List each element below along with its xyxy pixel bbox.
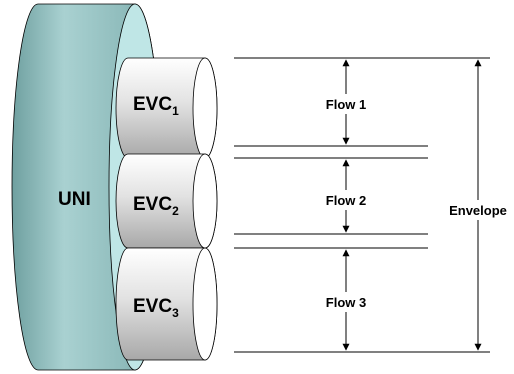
envelope: Envelope [440, 59, 514, 351]
evc-2-label: EVC2 [133, 194, 179, 218]
evc-2-cylinder: EVC2 [115, 153, 218, 249]
flow-3-label-bg [318, 292, 374, 312]
flow-2-label: Flow 2 [326, 193, 366, 208]
uni-label: UNI [58, 189, 91, 210]
evc-1-label: EVC1 [133, 94, 179, 118]
evc-1-face [192, 57, 218, 159]
evc-3-face [192, 247, 218, 361]
envelope-label: Envelope [449, 203, 507, 218]
evc-1-cylinder: EVC1 [115, 57, 218, 159]
flow-2: Flow 2 [318, 159, 374, 233]
flow-boundaries [234, 57, 490, 353]
flow-1-label: Flow 1 [326, 97, 366, 112]
flow-3-label: Flow 3 [326, 295, 366, 310]
envelope-label-bg [440, 200, 514, 220]
evc-3-label: EVC3 [133, 296, 179, 320]
evc-3-cylinder: EVC3 [115, 247, 218, 361]
flow-1-label-bg [318, 94, 374, 114]
flow-2-label-bg [318, 190, 374, 210]
evc-2-face [192, 153, 218, 249]
flow-1: Flow 1 [318, 59, 374, 145]
flow-3: Flow 3 [318, 249, 374, 351]
